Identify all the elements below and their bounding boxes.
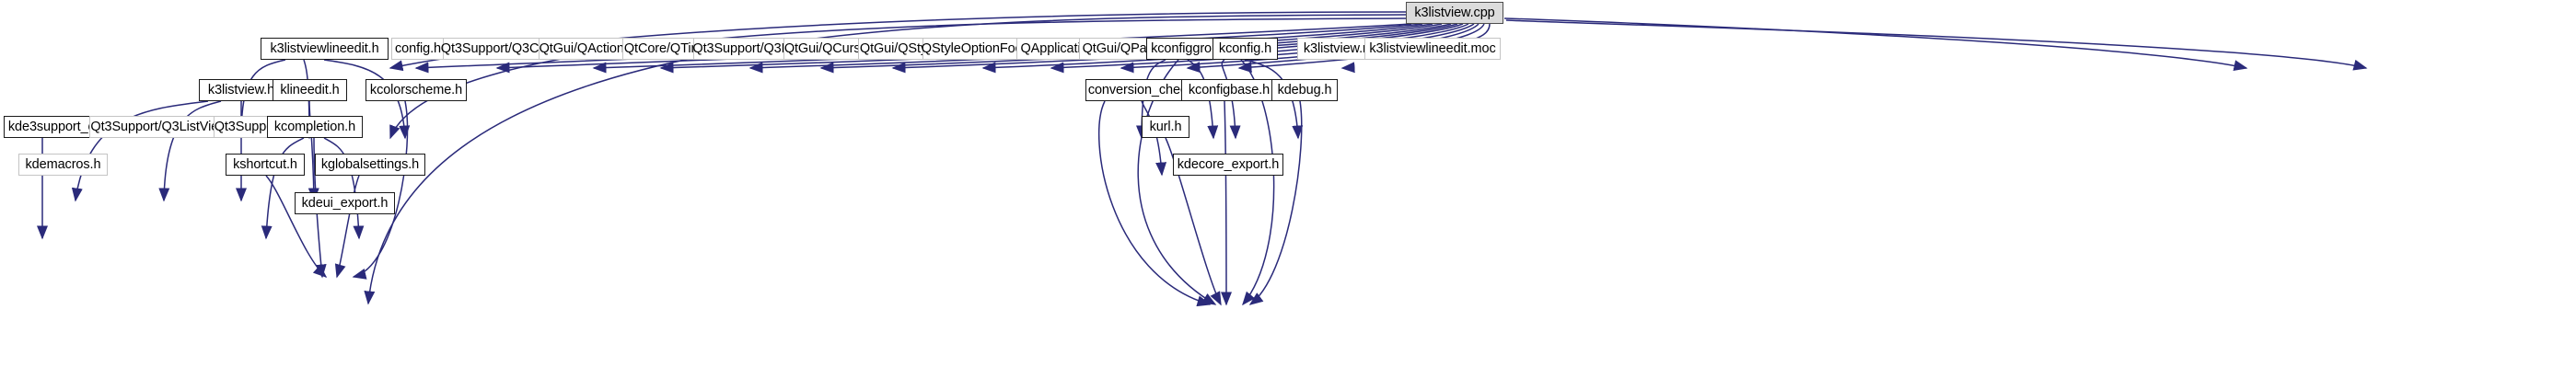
graph-node-k3listviewlineedit-h[interactable]: k3listviewlineedit.h <box>261 38 389 60</box>
graph-node-kurl-h[interactable]: kurl.h <box>1142 116 1189 138</box>
graph-node-label: k3listviewlineedit.moc <box>1369 40 1496 56</box>
graph-node-label: kcompletion.h <box>273 119 356 134</box>
graph-node-label: k3listview.cpp <box>1414 5 1495 20</box>
graph-node-kdeui-export-h[interactable]: kdeui_export.h <box>295 192 395 214</box>
graph-node-label: klineedit.h <box>280 82 340 97</box>
graph-node-kcolorscheme-h[interactable]: kcolorscheme.h <box>366 79 467 101</box>
graph-node-k3listview-h[interactable]: k3listview.h <box>199 79 284 101</box>
graph-node-kconfigbase-h[interactable]: kconfigbase.h <box>1181 79 1277 101</box>
graph-node-kglobalsettings-h[interactable]: kglobalsettings.h <box>315 154 425 176</box>
graph-node-kcompletion-h[interactable]: kcompletion.h <box>267 116 363 138</box>
graph-node-k3listview-cpp[interactable]: k3listview.cpp <box>1406 2 1503 24</box>
graph-node-label: kglobalsettings.h <box>320 156 420 172</box>
graph-node-klineedit-h[interactable]: klineedit.h <box>273 79 347 101</box>
graph-node-kdemacros-h: kdemacros.h <box>18 154 108 176</box>
graph-node-config-h: config.h <box>391 38 445 60</box>
graph-node-label: config.h <box>395 40 441 56</box>
graph-node-label: kdemacros.h <box>25 156 101 172</box>
graph-node-label: kdeui_export.h <box>301 195 389 211</box>
graph-node-k3listviewlineedit-moc: k3listviewlineedit.moc <box>1364 38 1501 60</box>
graph-node-label: k3listviewlineedit.h <box>270 40 379 56</box>
graph-node-label: kshortcut.h <box>233 156 297 172</box>
graph-node-qt3support-q3listview: Qt3Support/Q3ListView <box>89 116 229 138</box>
graph-node-label: kconfigbase.h <box>1188 82 1271 97</box>
graph-node-kshortcut-h[interactable]: kshortcut.h <box>226 154 305 176</box>
graph-node-label: k3listview.h <box>207 82 275 97</box>
graph-node-label: kdebug.h <box>1277 82 1332 97</box>
graph-node-kconfig-h[interactable]: kconfig.h <box>1213 38 1278 60</box>
graph-node-label: kdecore_export.h <box>1177 156 1280 172</box>
graph-node-label: kconfig.h <box>1218 40 1272 56</box>
graph-node-kdebug-h[interactable]: kdebug.h <box>1271 79 1338 101</box>
graph-node-label: kurl.h <box>1149 119 1182 134</box>
graph-node-label: Qt3Support/Q3ListView <box>90 119 228 134</box>
graph-node-kdecore-export-h[interactable]: kdecore_export.h <box>1173 154 1283 176</box>
graph-node-label: kcolorscheme.h <box>369 82 463 97</box>
